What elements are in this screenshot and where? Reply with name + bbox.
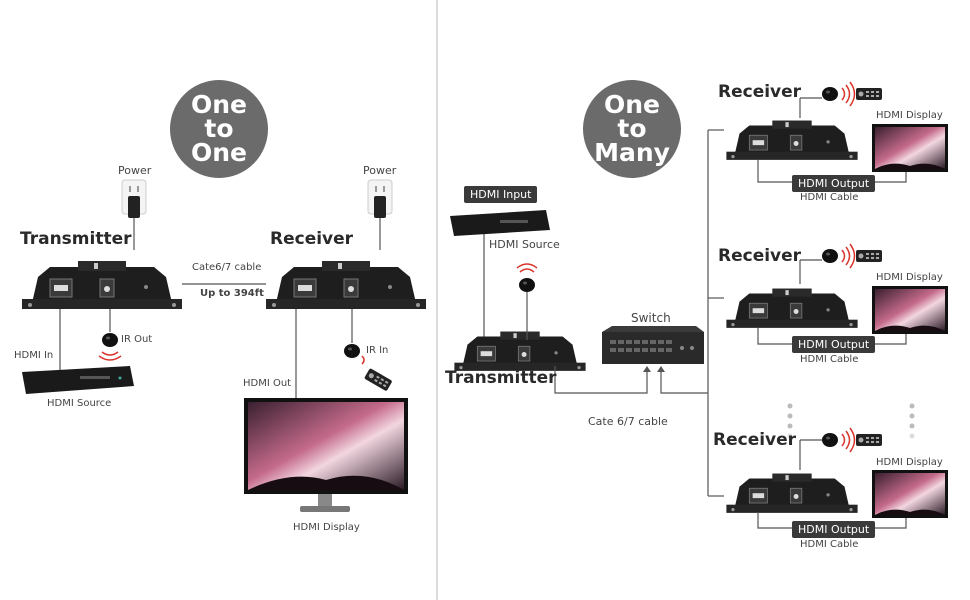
hdmi-source-label-right: HDMI Source xyxy=(489,238,560,251)
receiver-title-left: Receiver xyxy=(270,229,354,249)
one-to-one-badge: One to One xyxy=(170,80,268,178)
cable-label-left: Cate6/7 cable xyxy=(192,262,262,273)
hdmi-output-tag-1: HDMI Output xyxy=(792,175,876,192)
transmitter-device-right xyxy=(453,331,587,372)
cable-label-right: Cate 6/7 cable xyxy=(588,415,668,428)
hdmi-cable-label-1: HDMI Cable xyxy=(800,192,859,203)
hdmi-source-device-left xyxy=(22,366,134,394)
hdmi-cable-label-3: HDMI Cable xyxy=(800,539,859,550)
hdmi-cable-label-2: HDMI Cable xyxy=(800,354,859,365)
hdmi-output-tag-3: HDMI Output xyxy=(792,521,876,538)
ir-out-emitter xyxy=(102,333,118,347)
hdmi-display-label-1: HDMI Display xyxy=(876,110,943,121)
receiver-device-left xyxy=(265,260,427,310)
hdmi-display-monitor-left xyxy=(244,398,408,512)
network-switch xyxy=(602,326,704,364)
power-outlet-left xyxy=(121,179,147,250)
transmitter-title-left: Transmitter xyxy=(20,229,132,249)
hdmi-source-device-right xyxy=(450,210,550,236)
ir-in-label: IR In xyxy=(366,345,389,356)
hdmi-out-label: HDMI Out xyxy=(243,378,292,389)
one-to-many-badge: One to Many xyxy=(583,80,681,178)
hdmi-output-tag-2: HDMI Output xyxy=(792,336,876,353)
remote-control-left xyxy=(364,368,393,392)
hdmi-display-label-3: HDMI Display xyxy=(876,457,943,468)
ir-out-label: IR Out xyxy=(121,334,153,345)
transmitter-title-right: Transmitter xyxy=(445,368,557,388)
hdmi-display-label-left: HDMI Display xyxy=(293,522,360,533)
receiver-title-2: Receiver xyxy=(718,246,802,266)
ir-emitter-right xyxy=(519,278,535,292)
receiver-title-3: Receiver xyxy=(713,430,797,450)
hdmi-source-label-left: HDMI Source xyxy=(47,398,112,409)
ir-in-receiver xyxy=(344,344,360,358)
receiver-title-1: Receiver xyxy=(718,82,802,102)
transmitter-device-left xyxy=(21,260,183,310)
power-label-left: Power xyxy=(118,164,152,177)
hdmi-in-label: HDMI In xyxy=(14,350,54,361)
switch-label: Switch xyxy=(631,311,671,325)
power-label-right: Power xyxy=(363,164,397,177)
more-receivers-dots xyxy=(787,403,915,439)
hdmi-input-tag: HDMI Input xyxy=(464,186,538,203)
hdmi-display-label-2: HDMI Display xyxy=(876,272,943,283)
cable-distance: Up to 394ft xyxy=(200,288,264,299)
power-outlet-right xyxy=(367,179,393,250)
